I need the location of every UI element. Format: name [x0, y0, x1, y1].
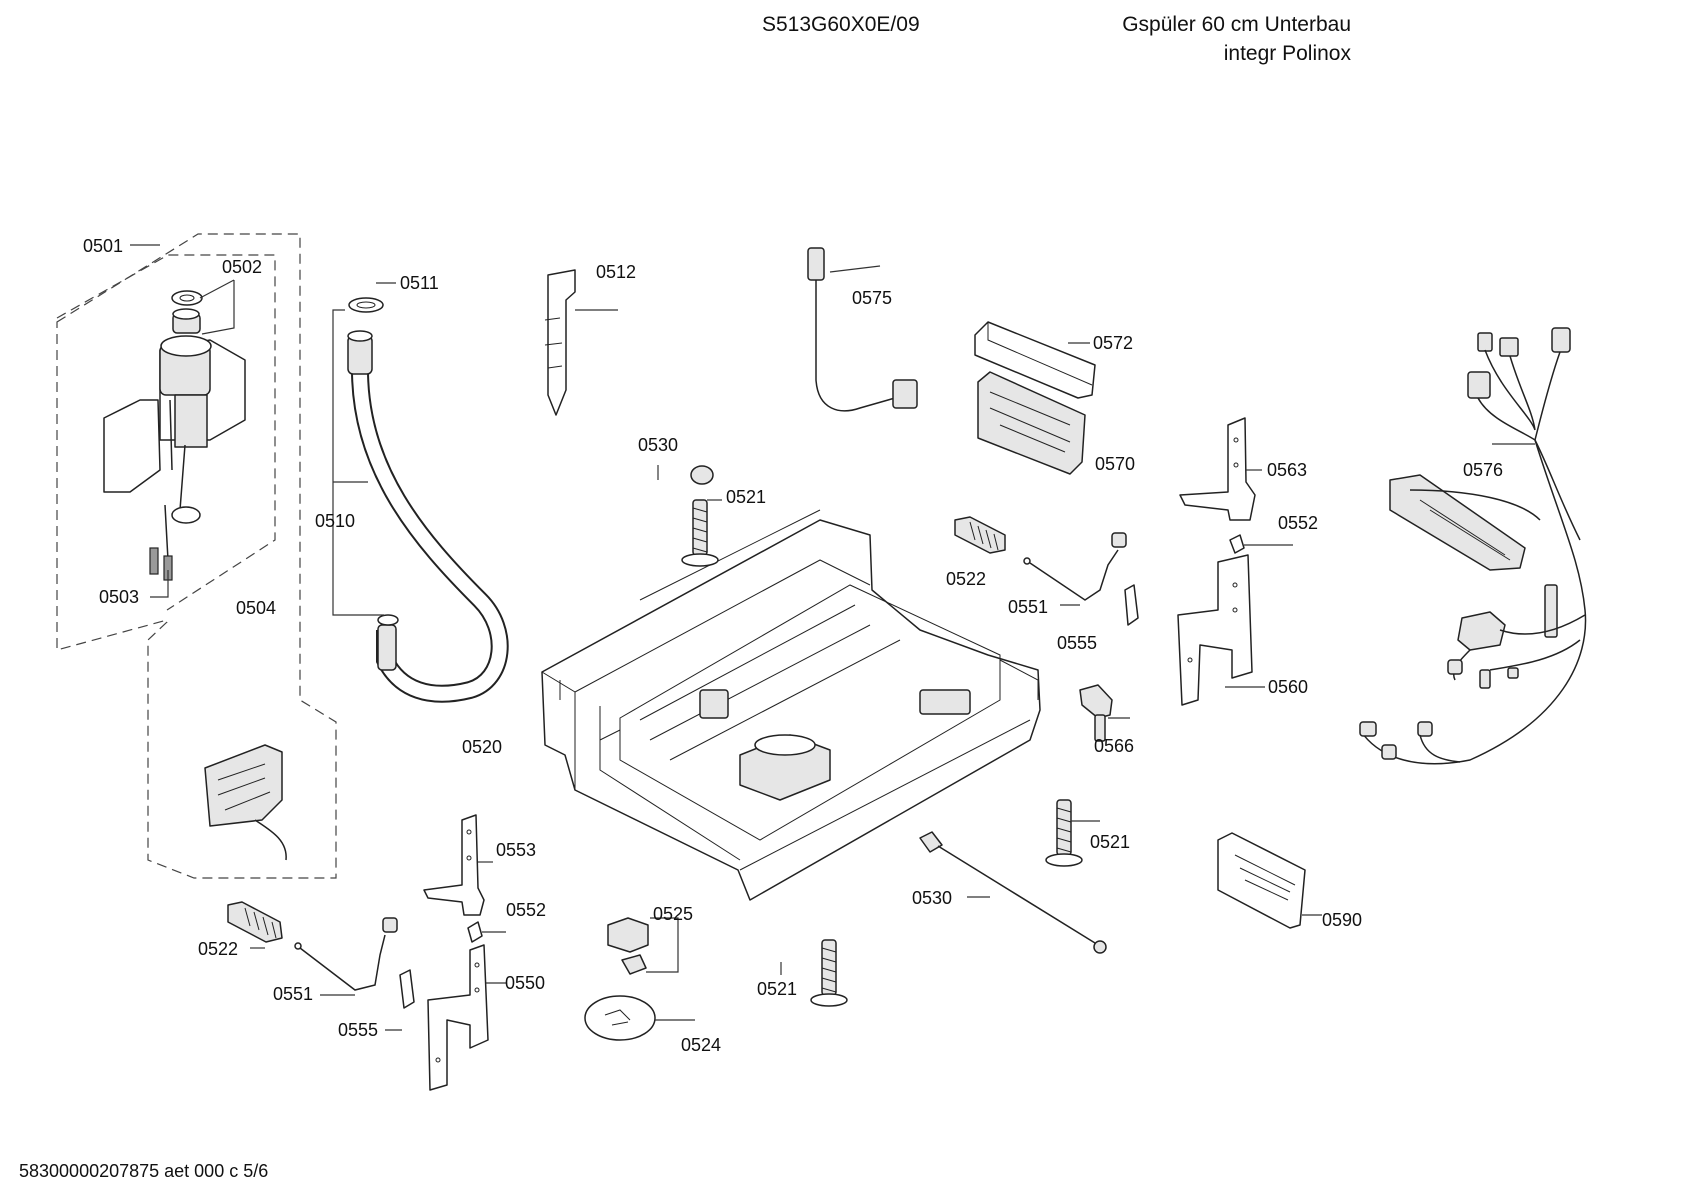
labels-0510-group: 0511 0510	[315, 273, 439, 616]
label-0521-top: 0521	[726, 487, 766, 507]
label-0552-left: 0552	[506, 900, 546, 920]
label-0551-right: 0551	[1008, 597, 1048, 617]
part-0522-spring-left: 0522	[198, 901, 283, 959]
label-0524: 0524	[681, 1035, 721, 1055]
label-0530-top: 0530	[638, 435, 678, 455]
label-0566: 0566	[1094, 736, 1134, 756]
label-0576: 0576	[1463, 460, 1503, 480]
label-0550: 0550	[505, 973, 545, 993]
part-0590-grille: 0590	[1217, 832, 1362, 930]
part-0501-inlet-valve	[103, 335, 246, 581]
part-0511-hose-clamp	[348, 297, 384, 313]
part-0563-bracket: 0563	[1179, 417, 1307, 521]
part-0560-hinge-bracket: 0560	[1177, 554, 1308, 706]
document-code: 58300000207875 aet 000 c 5/6	[19, 1161, 268, 1181]
label-0555-left: 0555	[338, 1020, 378, 1040]
part-0524-disc: 0524	[584, 995, 721, 1055]
label-0501: 0501	[83, 236, 123, 256]
part-0512-bracket: 0512	[544, 262, 636, 416]
part-0504-hose	[158, 649, 287, 861]
part-0522-spring-right: 0522	[946, 516, 1006, 589]
assembly-0501-outline	[56, 233, 337, 879]
part-0551-wire-left: 0551	[273, 917, 398, 1004]
label-0560: 0560	[1268, 677, 1308, 697]
part-0555-clip-right: 0555	[1057, 584, 1139, 653]
label-0575: 0575	[852, 288, 892, 308]
label-0522-right: 0522	[946, 569, 986, 589]
label-0553: 0553	[496, 840, 536, 860]
part-0576-wiring-harness: 0576	[1359, 327, 1587, 765]
label-0504: 0504	[236, 598, 276, 618]
part-0530-rod: 0530	[912, 831, 1107, 954]
label-0510: 0510	[315, 511, 355, 531]
label-0563: 0563	[1267, 460, 1307, 480]
label-0590: 0590	[1322, 910, 1362, 930]
label-0503: 0503	[99, 587, 139, 607]
part-0575-power-cable: 0575	[807, 247, 918, 412]
part-0521-screw-top: 0521	[681, 487, 766, 567]
part-0510-drain-hose	[347, 330, 509, 703]
part-0551-wire-right: 0551	[1008, 532, 1127, 617]
label-0551-left: 0551	[273, 984, 313, 1004]
label-0552-right: 0552	[1278, 513, 1318, 533]
label-0570: 0570	[1095, 454, 1135, 474]
part-0525-latch: 0525	[607, 904, 693, 975]
part-0572-cover: 0572	[974, 321, 1133, 399]
label-0521-bottom: 0521	[757, 979, 797, 999]
description-line-2: integr Polinox	[1224, 42, 1352, 65]
part-0555-clip-left: 0555	[338, 969, 415, 1040]
part-0530-cap-top: 0530	[638, 435, 714, 485]
label-0530-bottom: 0530	[912, 888, 952, 908]
description-line-1: Gspüler 60 cm Unterbau	[1122, 13, 1351, 36]
label-0511: 0511	[400, 273, 439, 293]
label-0502: 0502	[222, 257, 262, 277]
label-0555-right: 0555	[1057, 633, 1097, 653]
part-0521-screw-bottom: 0521	[757, 939, 848, 1007]
model-number: S513G60X0E/09	[762, 13, 920, 36]
part-0570-control-module: 0570	[977, 371, 1135, 475]
label-0521-right: 0521	[1090, 832, 1130, 852]
part-0553-bracket: 0553	[423, 814, 536, 916]
part-0502-rings	[171, 290, 203, 334]
part-0521-screw-right: 0521	[1045, 799, 1130, 867]
label-0520: 0520	[462, 737, 502, 757]
label-0525: 0525	[653, 904, 693, 924]
part-0566-sensor: 0566	[1079, 684, 1134, 756]
part-0520-base-frame: 0520	[462, 509, 1041, 901]
part-0552-clip-left: 0552	[467, 900, 546, 943]
part-0552-clip-right: 0552	[1229, 513, 1318, 554]
label-0512: 0512	[596, 262, 636, 282]
label-0522-left: 0522	[198, 939, 238, 959]
part-0550-hinge-bracket: 0550	[427, 944, 545, 1091]
label-0572: 0572	[1093, 333, 1133, 353]
labels-0501-group: 0501 0502 0503 0504	[83, 236, 276, 618]
